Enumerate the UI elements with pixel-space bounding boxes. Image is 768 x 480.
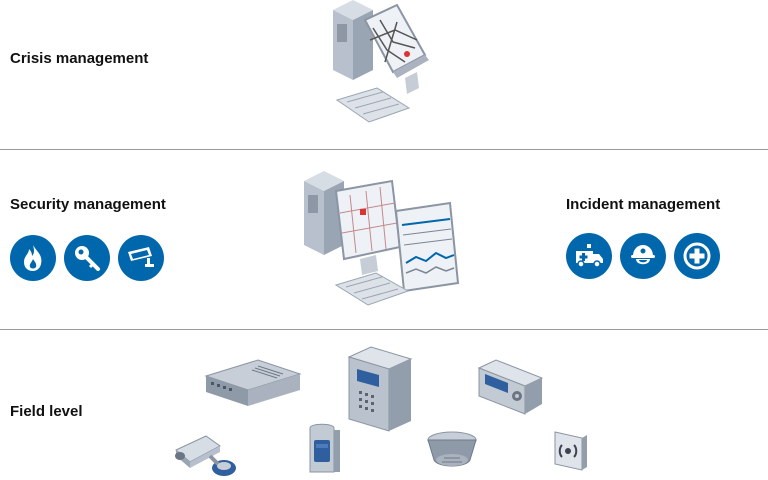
- divider-crisis-security: [0, 149, 768, 150]
- incident-icons-group: [566, 233, 720, 279]
- key-icon: [64, 235, 110, 281]
- ambulance-icon: [566, 233, 612, 279]
- motion-detector-illustration: [309, 423, 340, 473]
- crisis-management-label: Crisis management: [10, 50, 149, 67]
- incident-management-label: Incident management: [566, 196, 721, 213]
- surveillance-camera-illustration: [175, 435, 236, 476]
- divider-security-field: [0, 329, 768, 330]
- firefighter-helmet-icon: [620, 233, 666, 279]
- display-keypad-unit-illustration: [477, 359, 544, 415]
- cctv-camera-icon: [118, 235, 164, 281]
- security-workstation-illustration: [304, 171, 460, 306]
- security-icons-group: [10, 235, 164, 281]
- control-panel-cabinet-illustration: [347, 346, 413, 432]
- medical-cross-icon: [674, 233, 720, 279]
- fire-icon: [10, 235, 56, 281]
- crisis-workstation-illustration: [333, 0, 429, 123]
- field-level-label: Field level: [10, 403, 83, 420]
- smoke-detector-illustration: [427, 431, 477, 467]
- wireless-sensor-illustration: [554, 431, 587, 471]
- rack-controller-illustration: [204, 359, 302, 406]
- security-management-label: Security management: [10, 196, 166, 213]
